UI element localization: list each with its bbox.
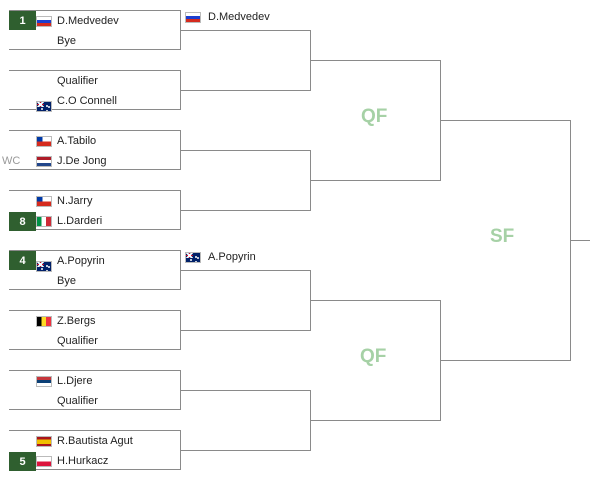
bracket-connector — [180, 30, 311, 31]
wildcard-tag: WC — [2, 155, 21, 167]
bracket-connector — [180, 210, 311, 211]
match-box-6: Z.Bergs Qualifier — [9, 310, 181, 350]
match-box-3: A.Tabilo WC J.De Jong — [2, 130, 181, 171]
player-name: D.Medvedev — [208, 11, 270, 23]
player-name: L.Djere — [57, 375, 93, 387]
poland-flag-icon — [36, 456, 52, 467]
round-label-qf-top: QF — [361, 106, 388, 127]
russia-flag-icon — [185, 11, 201, 23]
player-row[interactable]: 5 H.Hurkacz — [9, 451, 181, 471]
player-row[interactable]: L.Djere — [9, 371, 181, 391]
bracket-connector — [310, 300, 441, 301]
bracket-connector — [570, 240, 590, 241]
player-row[interactable]: 8 L.Darderi — [9, 211, 181, 231]
player-name: D.Medvedev — [57, 15, 119, 27]
round-label-qf-bottom: QF — [360, 346, 387, 367]
player-name: Z.Bergs — [57, 315, 96, 327]
australia-flag-icon — [36, 100, 52, 112]
player-name: Qualifier — [57, 395, 98, 407]
player-name: L.Darderi — [57, 215, 103, 227]
player-row[interactable]: R.Bautista Agut — [9, 431, 181, 451]
player-name: Qualifier — [57, 75, 98, 87]
italy-flag-icon — [36, 216, 52, 227]
player-name: R.Bautista Agut — [57, 435, 133, 447]
bracket-connector — [180, 270, 311, 271]
player-row[interactable]: Bye — [9, 31, 181, 51]
player-name: Bye — [57, 275, 76, 287]
bracket-connector — [180, 390, 311, 391]
seed-badge: 1 — [9, 11, 36, 30]
seed-badge: 5 — [9, 452, 36, 471]
player-row[interactable]: Qualifier — [9, 331, 181, 351]
australia-flag-icon — [185, 251, 201, 263]
player-name: N.Jarry — [57, 195, 93, 207]
player-row[interactable]: C.O Connell — [9, 91, 181, 112]
player-name: A.Tabilo — [57, 135, 97, 147]
bracket-connector — [180, 150, 311, 151]
player-row[interactable]: Qualifier — [9, 391, 181, 411]
player-name: A.Popyrin — [57, 255, 105, 267]
player-name: H.Hurkacz — [57, 455, 109, 467]
bracket-connector — [310, 180, 441, 181]
spain-flag-icon — [36, 436, 52, 447]
australia-flag-icon — [36, 260, 52, 272]
player-name: Qualifier — [57, 335, 98, 347]
bracket-connector — [310, 60, 441, 61]
match-box-1: 1 D.Medvedev Bye — [9, 10, 181, 50]
bracket-connector — [310, 420, 441, 421]
seed-badge: 8 — [9, 212, 36, 231]
player-name: A.Popyrin — [208, 251, 256, 263]
round-label-sf: SF — [490, 226, 515, 247]
chile-flag-icon — [36, 136, 52, 147]
match-box-2: Qualifier C.O Connell — [9, 70, 181, 112]
belgium-flag-icon — [36, 316, 52, 327]
player-row[interactable]: A.Tabilo — [9, 131, 181, 151]
advanced-player-bottom[interactable]: A.Popyrin — [185, 249, 256, 265]
player-row[interactable]: 1 D.Medvedev — [9, 11, 181, 31]
netherlands-flag-icon — [36, 156, 52, 167]
serbia-flag-icon — [36, 376, 52, 387]
player-row[interactable]: Bye — [9, 271, 181, 291]
russia-flag-icon — [36, 16, 52, 27]
bracket-connector — [180, 450, 311, 451]
match-box-8: R.Bautista Agut 5 H.Hurkacz — [9, 430, 181, 471]
player-name: Bye — [57, 35, 76, 47]
bracket-connector — [440, 360, 571, 361]
player-row[interactable]: WC J.De Jong — [2, 151, 181, 171]
player-row[interactable]: 4 A.Popyrin — [9, 251, 181, 272]
player-name: J.De Jong — [57, 155, 107, 167]
bracket-connector — [180, 330, 311, 331]
advanced-player-top[interactable]: D.Medvedev — [185, 9, 270, 25]
player-row[interactable]: Z.Bergs — [9, 311, 181, 331]
player-name: C.O Connell — [57, 95, 117, 107]
seed-badge: 4 — [9, 251, 36, 270]
player-row[interactable]: N.Jarry — [9, 191, 181, 211]
chile-flag-icon — [36, 196, 52, 207]
match-box-7: L.Djere Qualifier — [9, 370, 181, 410]
bracket-connector — [440, 120, 571, 121]
player-row[interactable]: Qualifier — [9, 71, 181, 91]
bracket-connector — [180, 90, 311, 91]
match-box-5: 4 A.Popyrin Bye — [9, 250, 181, 290]
match-box-4: N.Jarry 8 L.Darderi — [9, 190, 181, 231]
